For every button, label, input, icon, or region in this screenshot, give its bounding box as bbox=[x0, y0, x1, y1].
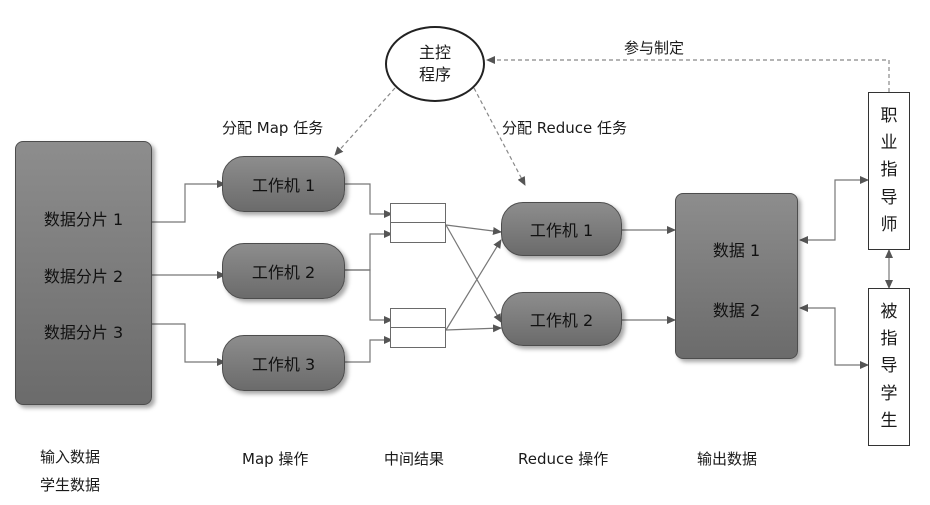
map-worker-3: 工作机 3 bbox=[222, 335, 345, 391]
arrow-output-student bbox=[799, 304, 869, 369]
map-worker-1-label: 工作机 1 bbox=[251, 176, 316, 195]
map-worker-2: 工作机 2 bbox=[222, 243, 345, 299]
arrow-inter1-reduce1 bbox=[445, 224, 502, 235]
intermediate-box-1 bbox=[390, 203, 446, 243]
student-box: 被 指 导 学 生 bbox=[868, 288, 910, 446]
student-char: 指 bbox=[880, 329, 898, 350]
mentor-char: 业 bbox=[880, 133, 898, 154]
arrow-shard3-map3 bbox=[152, 323, 226, 366]
output-data-block: 数据 1 数据 2 bbox=[675, 193, 798, 359]
arrow-inter2-reduce2 bbox=[445, 324, 502, 333]
mentor-char: 师 bbox=[880, 214, 898, 235]
dashed-controller-map bbox=[334, 87, 396, 156]
stage-label-output: 输出数据 bbox=[697, 450, 758, 468]
master-controller-node: 主控 程序 bbox=[385, 26, 485, 102]
map-worker-2-label: 工作机 2 bbox=[251, 263, 316, 282]
arrow-map1-inter1 bbox=[345, 183, 393, 218]
shard-1: 数据分片 1 bbox=[43, 210, 124, 229]
stage-label-intermediate: 中间结果 bbox=[384, 450, 445, 468]
mentor-char: 职 bbox=[880, 106, 898, 127]
map-worker-1: 工作机 1 bbox=[222, 156, 345, 212]
mentor-char: 导 bbox=[880, 187, 898, 208]
arrow-shard1-map1 bbox=[152, 180, 226, 223]
controller-line1: 主控 bbox=[418, 43, 451, 63]
stage-label-input: 输入数据 bbox=[40, 448, 101, 466]
reduce-worker-2: 工作机 2 bbox=[501, 292, 622, 346]
mentor-char: 指 bbox=[880, 160, 898, 181]
arrow-inter1-reduce2 bbox=[445, 224, 502, 323]
assign-map-label: 分配 Map 任务 bbox=[222, 119, 324, 137]
intermediate-box-2 bbox=[390, 308, 446, 348]
dashed-controller-reduce bbox=[473, 87, 526, 186]
dashed-mentor-controller bbox=[486, 56, 890, 92]
stage-label-map: Map 操作 bbox=[242, 450, 309, 468]
student-char: 导 bbox=[880, 356, 898, 377]
arrow-map2-inter1 bbox=[345, 230, 393, 271]
mentor-box: 职 业 指 导 师 bbox=[868, 92, 910, 250]
student-char: 学 bbox=[880, 383, 898, 404]
arrow-map3-inter2 bbox=[345, 336, 393, 363]
student-char: 被 bbox=[880, 302, 898, 323]
student-char: 生 bbox=[880, 410, 898, 431]
map-worker-3-label: 工作机 3 bbox=[251, 355, 316, 374]
arrow-inter2-reduce1 bbox=[445, 239, 502, 331]
input-data-block: 数据分片 1 数据分片 2 数据分片 3 bbox=[15, 141, 152, 405]
output-item-2: 数据 2 bbox=[712, 301, 761, 320]
reduce-worker-1: 工作机 1 bbox=[501, 202, 622, 256]
reduce-worker-1-label: 工作机 1 bbox=[529, 221, 594, 240]
stage-label-input-sub: 学生数据 bbox=[40, 476, 101, 494]
arrow-map2-inter2 bbox=[345, 269, 393, 324]
controller-line2: 程序 bbox=[418, 65, 451, 84]
reduce-worker-2-label: 工作机 2 bbox=[529, 311, 594, 330]
assign-reduce-label: 分配 Reduce 任务 bbox=[502, 119, 628, 137]
shard-3: 数据分片 3 bbox=[43, 323, 124, 342]
stage-label-reduce: Reduce 操作 bbox=[518, 450, 609, 468]
arrow-output-mentor bbox=[799, 176, 869, 244]
participate-label: 参与制定 bbox=[624, 39, 685, 57]
intermediate-slot bbox=[391, 309, 445, 328]
intermediate-slot bbox=[391, 204, 445, 223]
shard-2: 数据分片 2 bbox=[43, 267, 124, 286]
output-item-1: 数据 1 bbox=[712, 241, 761, 260]
